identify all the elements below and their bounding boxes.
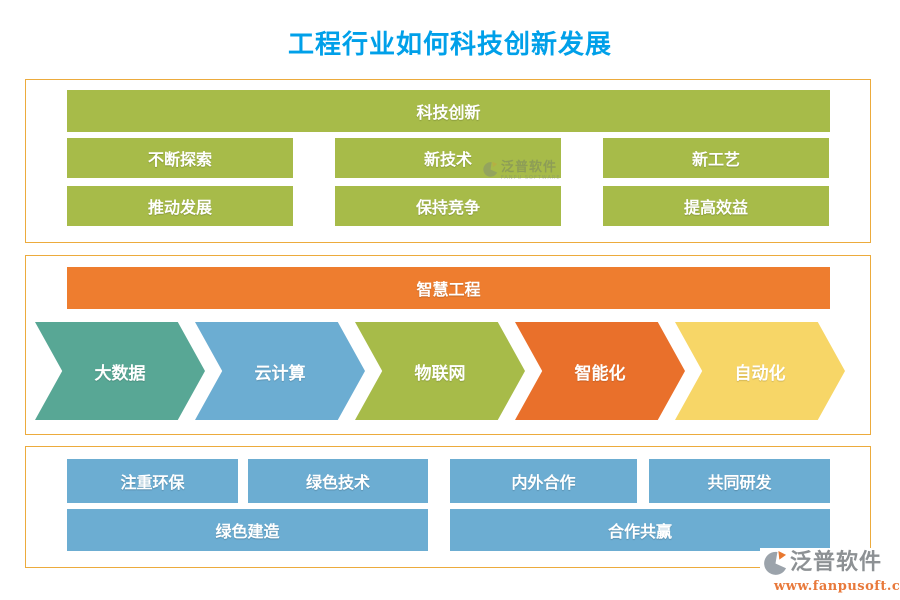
tech-innovation-section: 科技创新 不断探索 新技术 新工艺 推动发展 保持竞争 提高效益 <box>25 79 871 243</box>
process-arrow-automation: 自动化 <box>675 322 845 420</box>
process-arrow-intelligent: 智能化 <box>515 322 685 420</box>
smart-engineering-section: 智慧工程 大数据 云计算 物联网 智能化 自动化 <box>25 255 871 435</box>
green-item: 绿色技术 <box>248 459 428 503</box>
green-cooperation-section: 注重环保 绿色技术 内外合作 共同研发 绿色建造 合作共赢 <box>25 446 871 568</box>
green-item-wide: 绿色建造 <box>67 509 428 551</box>
smart-header-bar: 智慧工程 <box>67 267 830 309</box>
tech-header-bar: 科技创新 <box>67 90 830 132</box>
tech-item: 新工艺 <box>603 138 829 178</box>
tech-item: 新技术 <box>335 138 561 178</box>
tech-item: 推动发展 <box>67 186 293 226</box>
green-item: 共同研发 <box>649 459 830 503</box>
fanpu-logo: 泛普软件 www.fanpusoft.com <box>760 548 900 598</box>
website-url: www.fanpusoft.com <box>774 579 900 594</box>
green-item: 内外合作 <box>450 459 637 503</box>
page-title: 工程行业如何科技创新发展 <box>287 30 612 60</box>
tech-item: 保持竞争 <box>335 186 561 226</box>
tech-item: 不断探索 <box>67 138 293 178</box>
green-item: 注重环保 <box>67 459 238 503</box>
process-arrow-cloud-computing: 云计算 <box>195 322 365 420</box>
process-arrow-big-data: 大数据 <box>35 322 205 420</box>
process-arrow-iot: 物联网 <box>355 322 525 420</box>
fanpu-logo-text: 泛普软件 <box>790 550 883 575</box>
tech-item: 提高效益 <box>603 186 829 226</box>
fanpu-logo-icon <box>764 550 787 577</box>
green-item-wide: 合作共赢 <box>450 509 830 551</box>
